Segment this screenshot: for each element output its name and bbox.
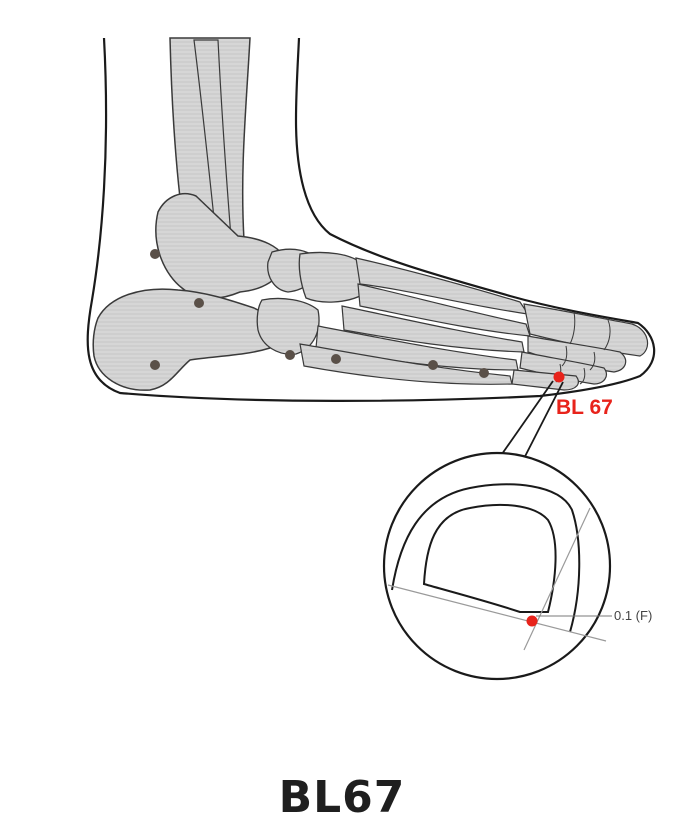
landmark-dot [150,360,160,370]
landmark-dot [285,350,295,360]
cuneiform-bones [299,252,364,302]
landmark-dot [428,360,438,370]
figure-caption: BL67 [0,772,684,823]
bl67-detail-marker [527,616,538,627]
measure-label: 0.1 (F) [614,608,652,623]
landmark-dot [194,298,204,308]
landmark-dot [479,368,489,378]
magnified-nail-detail [384,453,612,679]
calcaneus-bone [93,289,276,390]
bl67-acupoint-marker [554,372,565,383]
magnifier-circle [384,453,610,679]
bl67-point-label: BL 67 [556,396,613,419]
landmark-dot [331,354,341,364]
landmark-dot [150,249,160,259]
